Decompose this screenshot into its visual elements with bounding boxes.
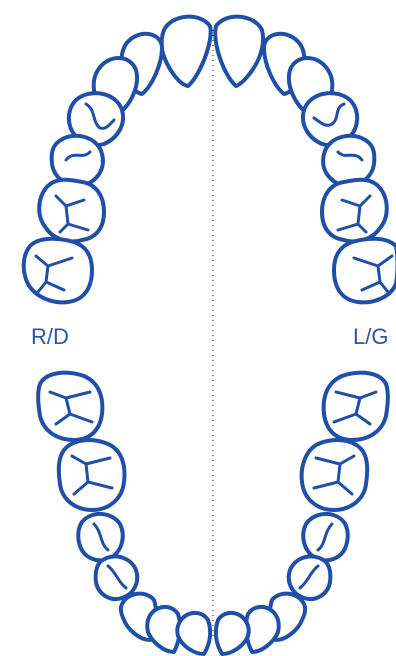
tooth-upper-right-central-incisor[interactable] [159,14,213,88]
tooth-upper-left-second-premolar[interactable] [321,133,377,189]
tooth-upper-right-second-molar[interactable] [21,236,94,305]
tooth-upper-left-second-molar[interactable] [332,236,396,305]
tooth-lower-left-central-incisor[interactable] [213,610,251,656]
right-side-label: R/D [31,324,69,349]
upper-arch [21,14,396,305]
tooth-lower-right-central-incisor[interactable] [175,610,213,656]
tooth-upper-left-first-premolar[interactable] [301,91,360,147]
tooth-lower-right-second-molar[interactable] [36,370,105,442]
tooth-lower-left-second-molar[interactable] [321,370,390,442]
tooth-upper-right-first-molar[interactable] [37,177,106,244]
tooth-lower-right-first-molar[interactable] [56,438,127,512]
tooth-upper-left-first-molar[interactable] [320,177,389,244]
tooth-upper-left-central-incisor[interactable] [213,14,265,88]
tooth-lower-left-first-molar[interactable] [299,438,370,512]
tooth-lower-left-lateral-incisor[interactable] [243,604,281,654]
left-side-label: L/G [353,324,389,349]
lower-arch [36,370,390,656]
tooth-lower-right-lateral-incisor[interactable] [145,604,183,654]
